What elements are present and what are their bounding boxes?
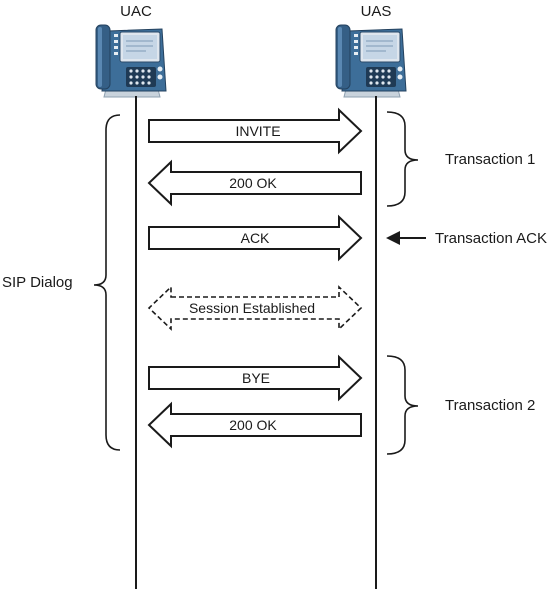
ok-label-2: 200 OK xyxy=(229,417,277,433)
transaction1-label: Transaction 1 xyxy=(445,151,536,168)
ok-arrow-2 xyxy=(147,401,362,449)
sip-dialog-label: SIP Dialog xyxy=(2,274,73,291)
bye-label: BYE xyxy=(241,370,271,386)
transaction-ack-label: Transaction ACK xyxy=(435,230,547,247)
session-established-arrow xyxy=(147,285,363,331)
uac-phone-icon xyxy=(95,24,167,98)
invite-arrow xyxy=(148,107,363,155)
sip-dialog-brace xyxy=(93,114,121,451)
ack-label: ACK xyxy=(240,230,270,246)
uac-label: UAC xyxy=(120,3,152,20)
ok-label-1: 200 OK xyxy=(229,175,277,191)
transaction1-brace xyxy=(386,111,419,207)
transaction2-label: Transaction 2 xyxy=(445,397,536,414)
uas-phone-icon xyxy=(335,24,407,98)
invite-label: INVITE xyxy=(235,123,281,139)
ack-arrow xyxy=(148,214,363,262)
bye-arrow xyxy=(148,354,363,402)
transaction2-brace xyxy=(386,355,419,455)
ok-arrow-1 xyxy=(147,159,362,207)
transaction-ack-pointer-arrow xyxy=(386,231,426,245)
session-established-label: Session Established xyxy=(188,300,316,316)
uas-label: UAS xyxy=(360,3,392,20)
